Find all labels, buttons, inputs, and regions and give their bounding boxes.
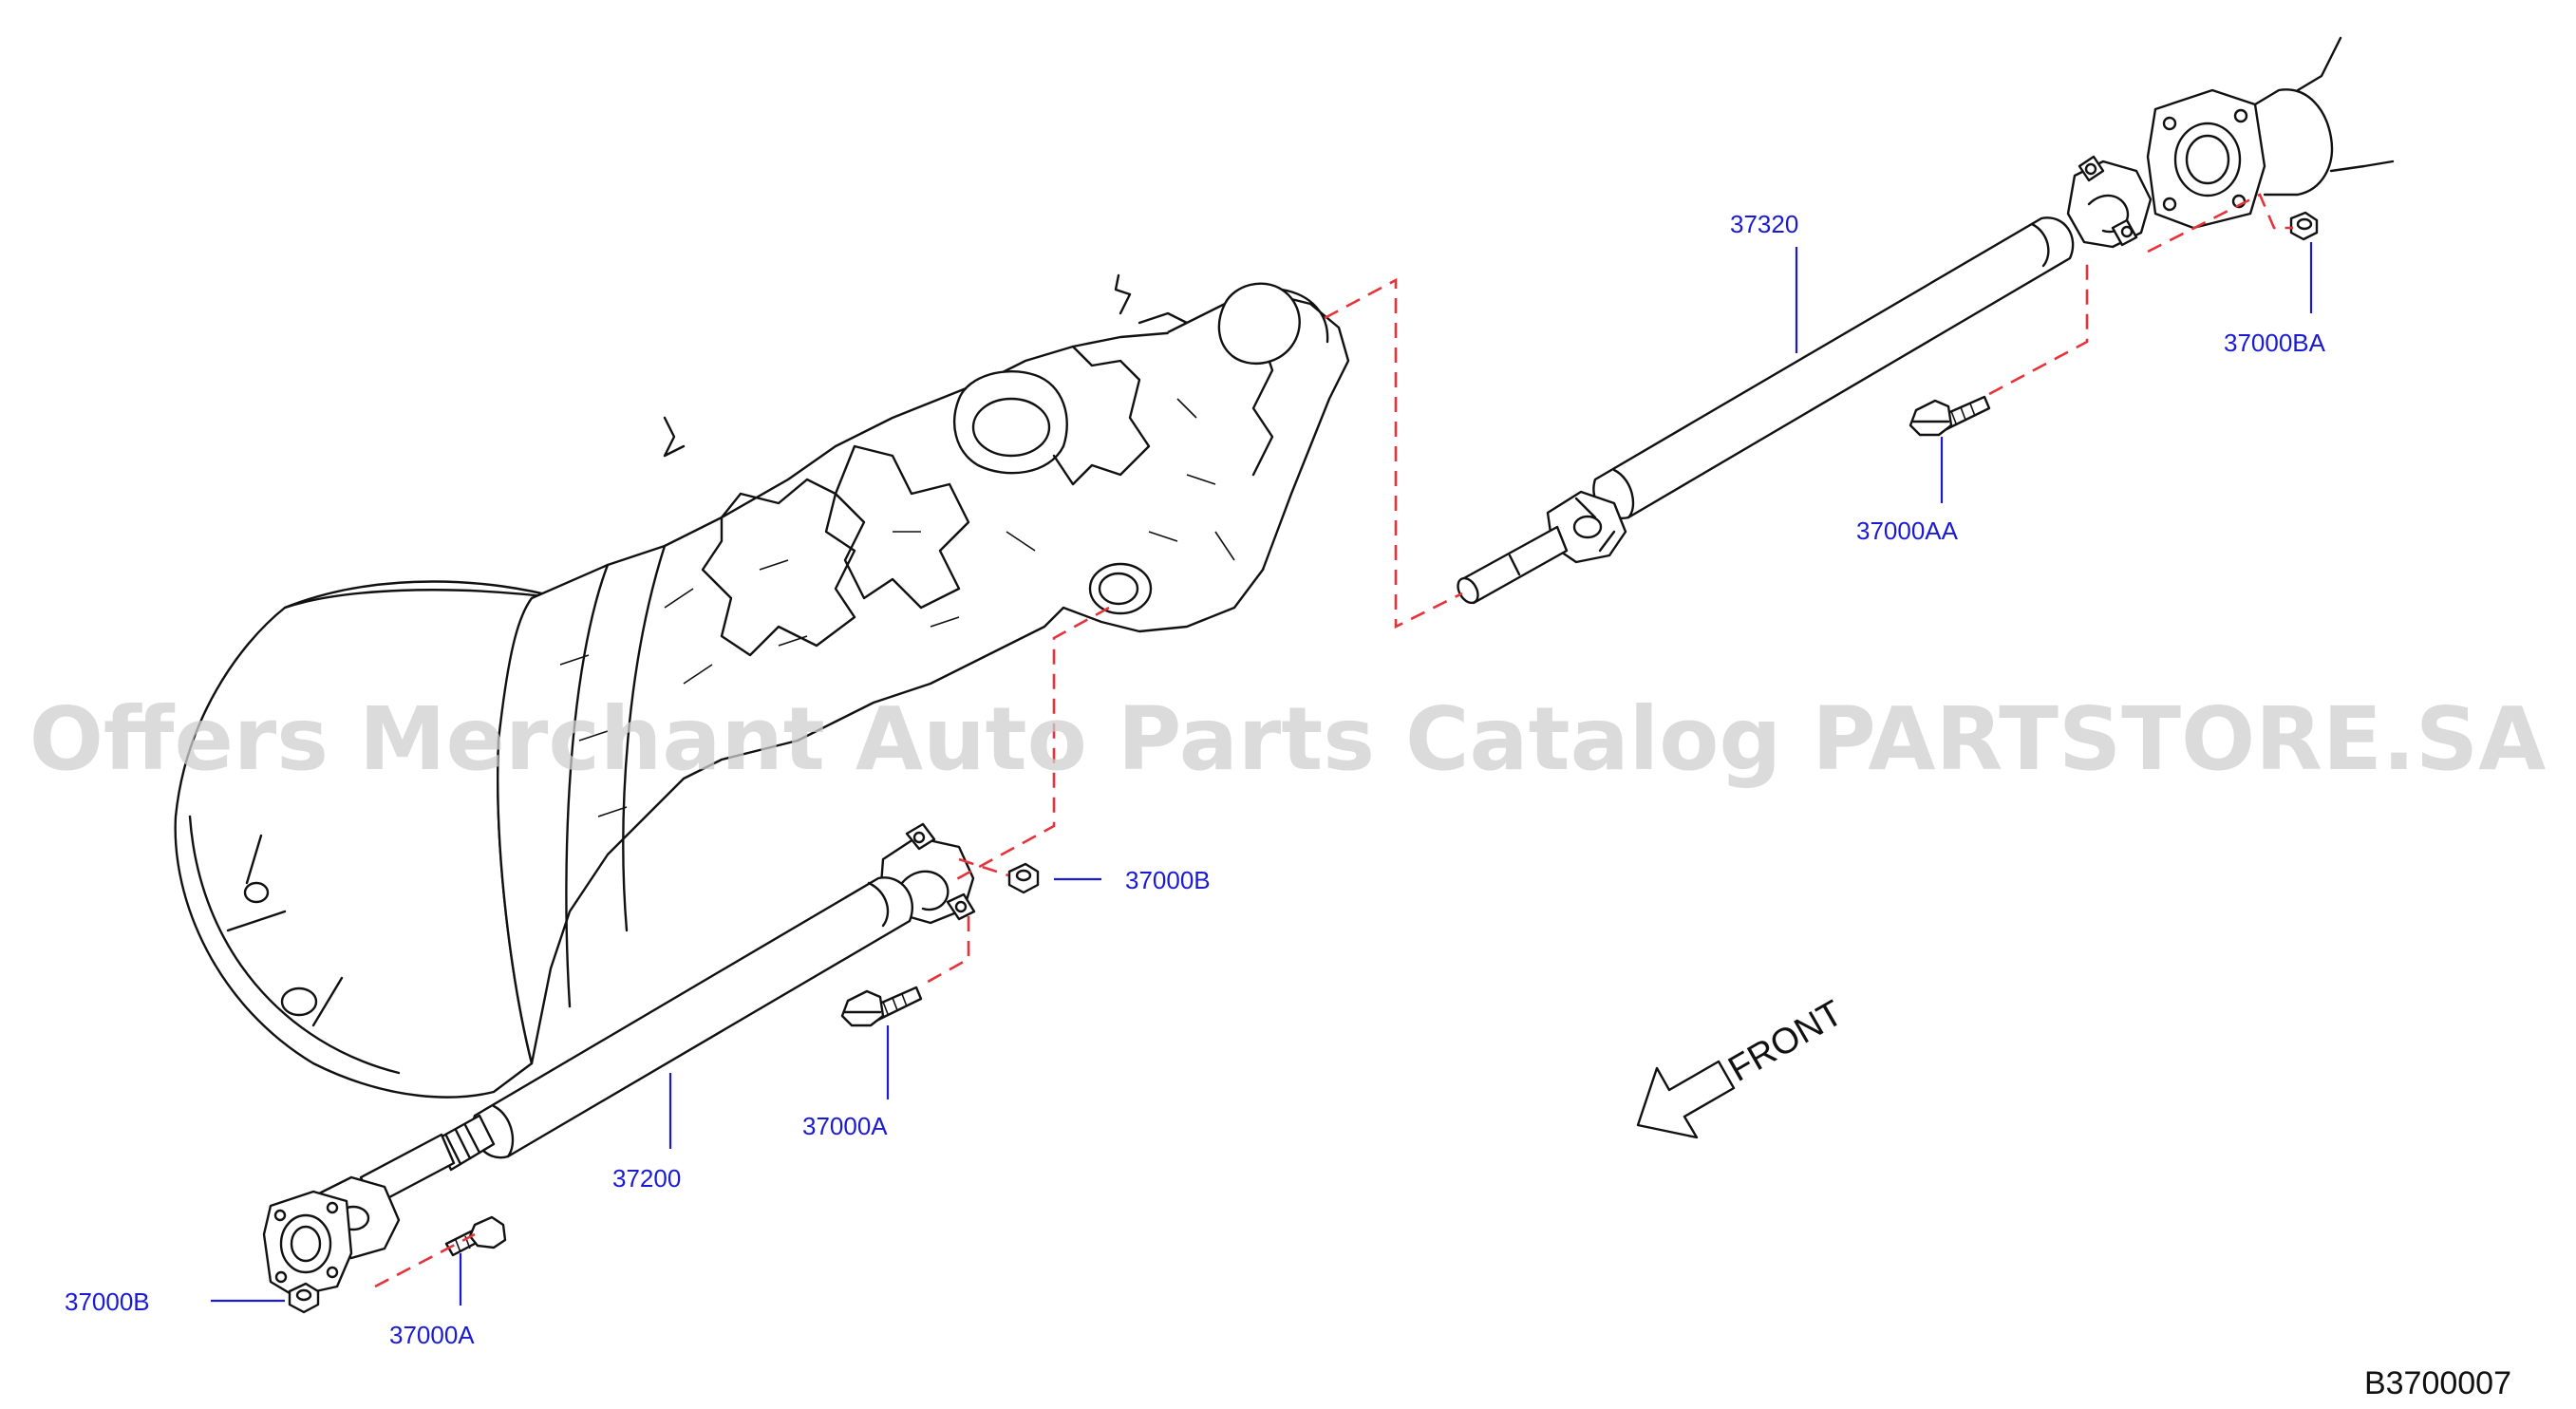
front-label: FRONT — [1722, 993, 1850, 1090]
callout-37000AA: 37000AA — [1856, 517, 1959, 545]
rear-nut — [2289, 211, 2319, 241]
front-upper-bolt — [840, 986, 923, 1027]
front-lower-nut — [288, 1282, 320, 1314]
callout-37000BA: 37000BA — [2224, 329, 2326, 357]
rear-propeller-shaft — [1457, 36, 2395, 605]
transmission-assembly — [174, 273, 1350, 1099]
front-propeller-shaft — [262, 822, 976, 1298]
callout-37000A-lower: 37000A — [389, 1321, 475, 1349]
leader-lines — [211, 242, 2313, 1306]
watermark-text: Offers Merchant Auto Parts Catalog PARTS… — [29, 688, 2547, 790]
callout-37200: 37200 — [612, 1164, 681, 1193]
callout-37000B-lower: 37000B — [65, 1287, 150, 1316]
callout-37000A-upper: 37000A — [802, 1112, 888, 1140]
callout-37320: 37320 — [1730, 210, 1798, 238]
front-lower-bolt — [444, 1215, 507, 1257]
diagram-reference-code: B3700007 — [2364, 1365, 2511, 1401]
alignment-lines — [374, 193, 2293, 1288]
callout-37000B-upper: 37000B — [1125, 866, 1211, 894]
front-upper-nut — [1007, 862, 1040, 894]
front-direction-indicator: FRONT — [1636, 993, 1850, 1139]
rear-bolt — [1908, 395, 1991, 437]
front-arrow-icon — [1636, 1060, 1736, 1139]
